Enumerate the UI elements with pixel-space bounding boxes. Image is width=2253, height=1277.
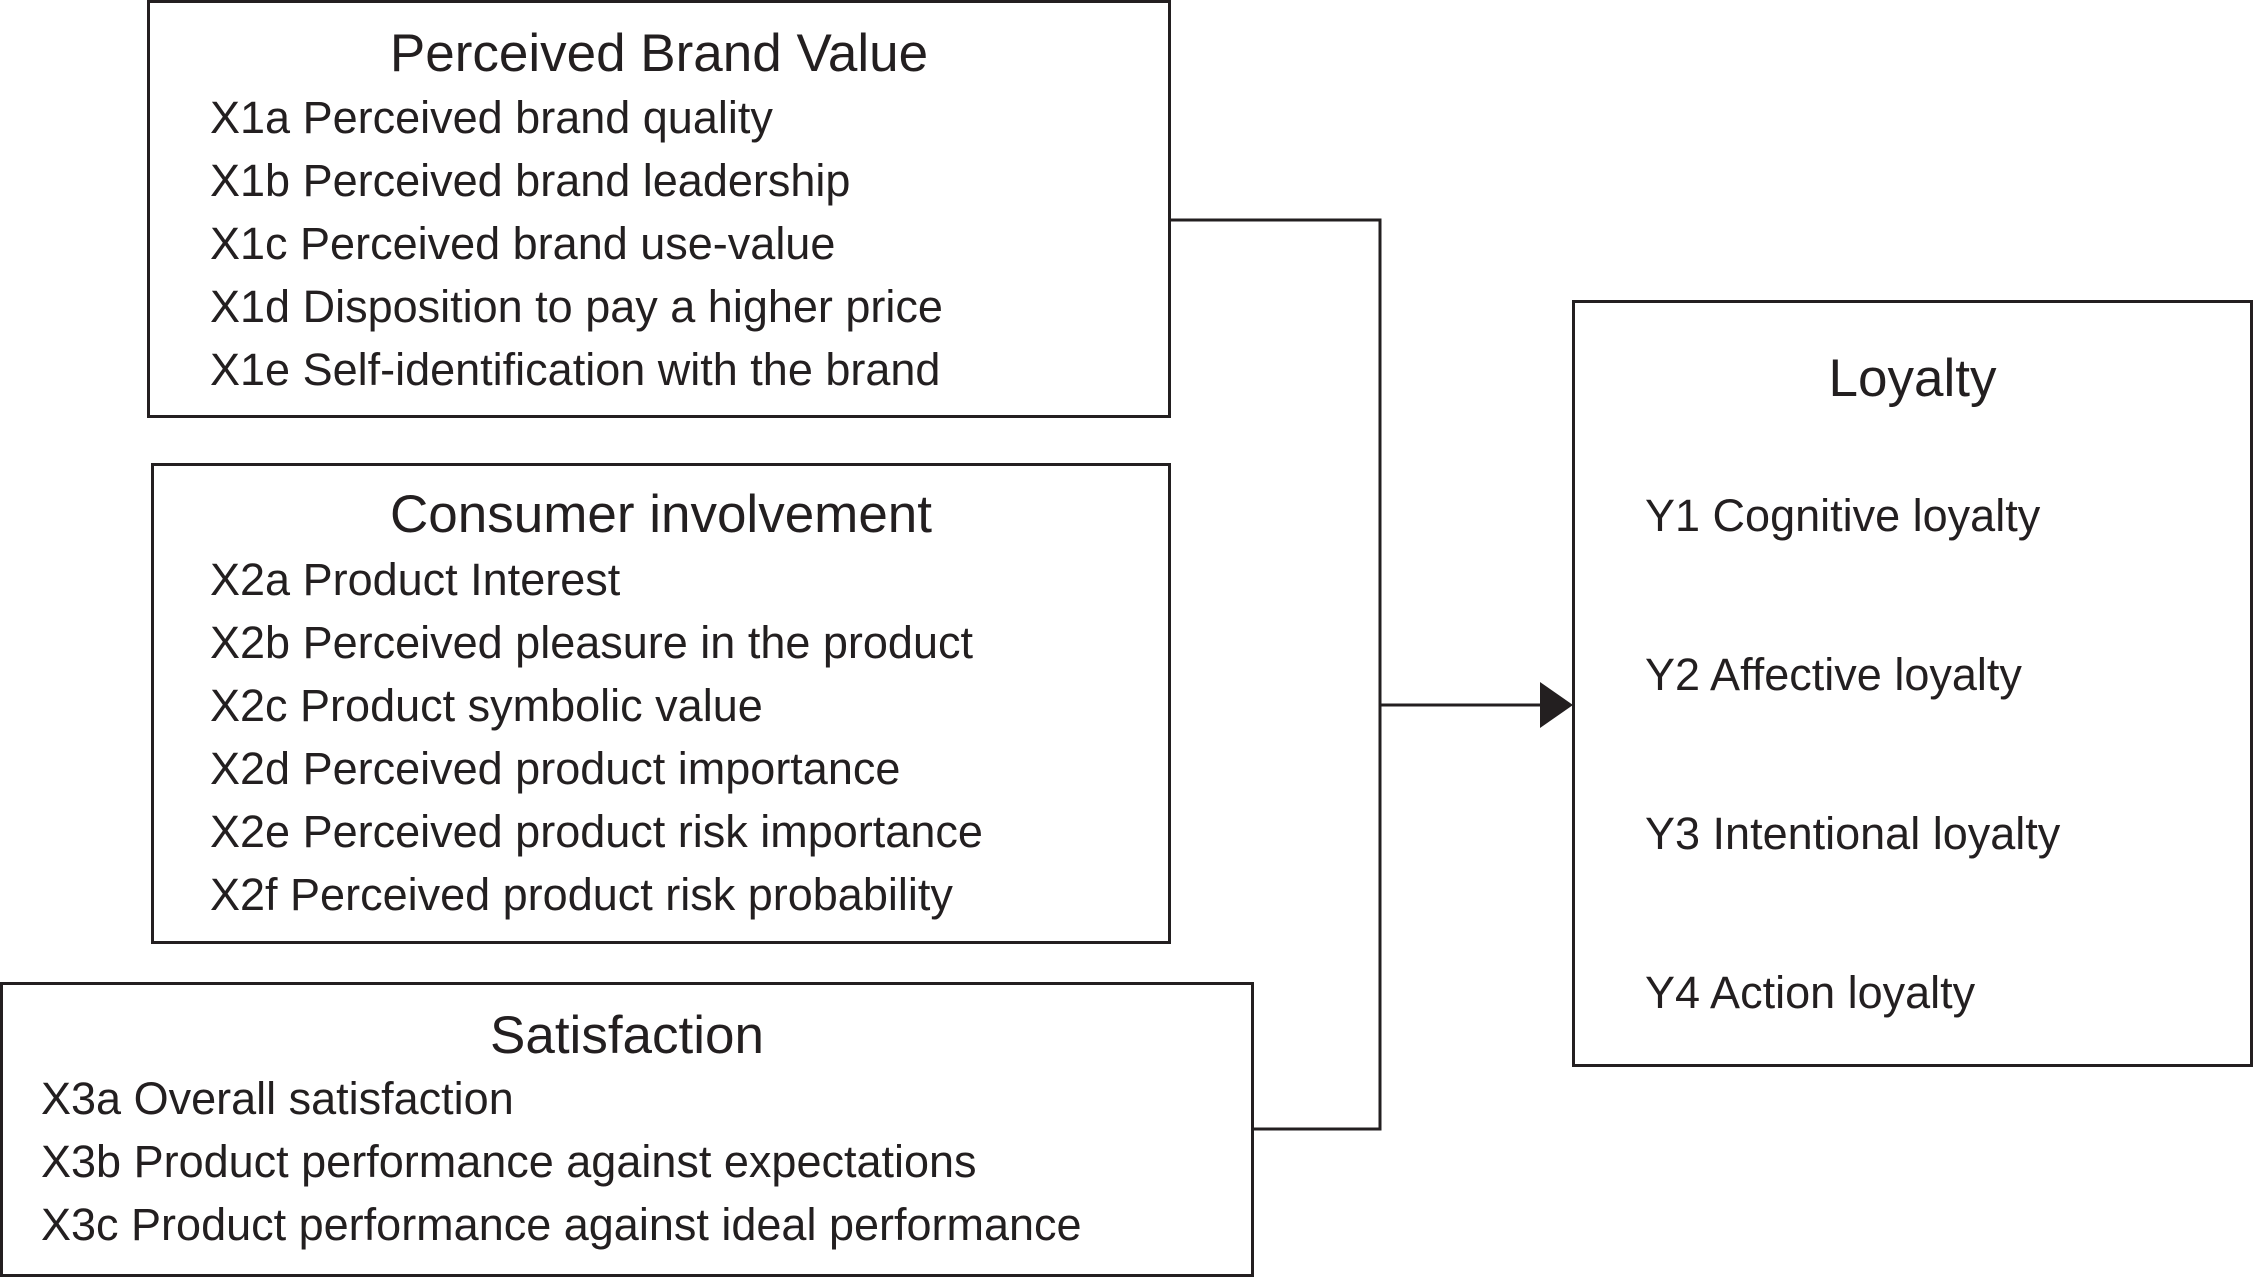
satisfaction-title: Satisfaction xyxy=(490,1006,764,1065)
item-x1e: X1e Self-identification with the brand xyxy=(210,344,941,395)
item-x1a: X1a Perceived brand quality xyxy=(210,92,773,143)
item-x2f: X2f Perceived product risk probability xyxy=(210,869,953,920)
item-y2: Y2 Affective loyalty xyxy=(1645,649,2022,700)
perceived-brand-value-box: Perceived Brand Value X1a Perceived bran… xyxy=(147,0,1171,418)
consumer-involvement-title: Consumer involvement xyxy=(389,485,932,544)
loyalty-box: Loyalty Y1 Cognitive loyalty Y2 Affectiv… xyxy=(1572,300,2253,1067)
arrowhead-icon xyxy=(1540,682,1573,728)
connector-satisfaction xyxy=(1253,705,1382,1131)
item-x2b: X2b Perceived pleasure in the product xyxy=(210,617,973,668)
loyalty-title: Loyalty xyxy=(1828,349,1997,408)
item-x3a: X3a Overall satisfaction xyxy=(41,1073,514,1124)
item-y1: Y1 Cognitive loyalty xyxy=(1645,490,2041,541)
item-x2a: X2a Product Interest xyxy=(210,554,621,605)
consumer-involvement-box: Consumer involvement X2a Product Interes… xyxy=(151,463,1171,944)
item-x2c: X2c Product symbolic value xyxy=(210,680,763,731)
item-x1b: X1b Perceived brand leadership xyxy=(210,155,851,206)
satisfaction-box: Satisfaction X3a Overall satisfaction X3… xyxy=(0,982,1254,1277)
item-x2e: X2e Perceived product risk importance xyxy=(210,806,983,857)
item-y4: Y4 Action loyalty xyxy=(1645,967,1976,1018)
item-x1d: X1d Disposition to pay a higher price xyxy=(210,281,943,332)
item-x1c: X1c Perceived brand use-value xyxy=(210,218,836,269)
connector-brand-value xyxy=(1170,218,1382,705)
item-y3: Y3 Intentional loyalty xyxy=(1645,808,2061,859)
perceived-brand-value-title: Perceived Brand Value xyxy=(389,24,929,83)
item-x3c: X3c Product performance against ideal pe… xyxy=(41,1199,1082,1250)
item-x2d: X2d Perceived product importance xyxy=(210,743,901,794)
item-x3b: X3b Product performance against expectat… xyxy=(41,1136,977,1187)
